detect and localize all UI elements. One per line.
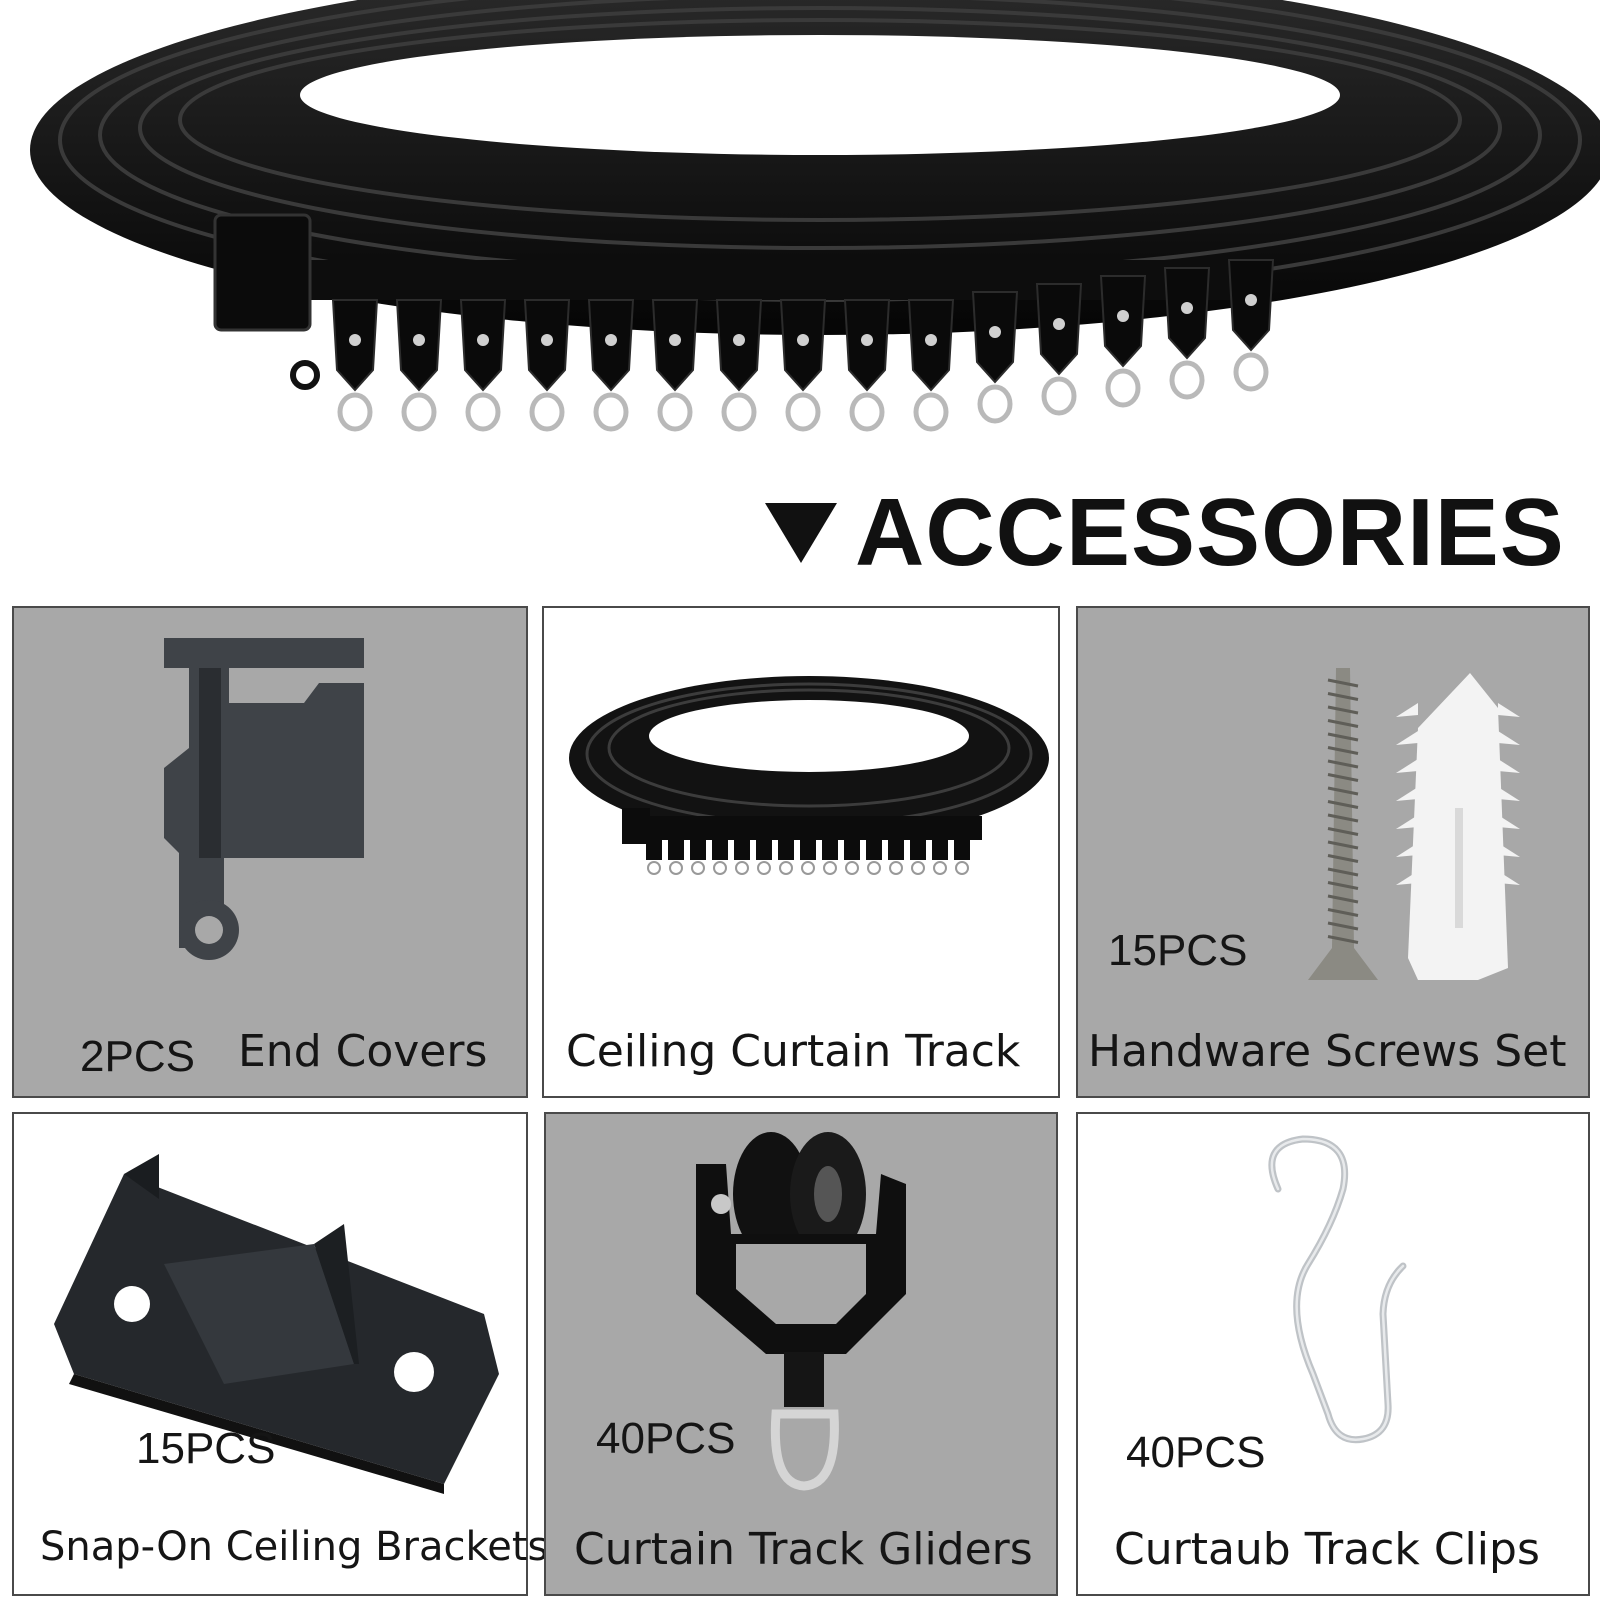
glider-icon: [459, 299, 507, 432]
glider-icon: [907, 299, 955, 432]
glider-icon: [756, 834, 772, 875]
item-name: Ceiling Curtain Track: [566, 1026, 1021, 1077]
item-card-end-covers: 2PCS End Covers: [12, 606, 528, 1098]
glider-icon: [866, 834, 882, 875]
ceiling-bracket-icon: [54, 1154, 499, 1494]
glider-icon: [646, 834, 662, 875]
glider-icon: [715, 299, 763, 432]
hero-coiled-track-image: [30, 0, 1600, 432]
glider-icon: [888, 834, 904, 875]
glider-icon: [932, 834, 948, 875]
down-triangle-icon: [765, 503, 837, 563]
item-card-curtaub-track-clips: 40PCS Curtaub Track Clips: [1076, 1112, 1590, 1596]
glider-icon: [954, 834, 970, 875]
item-quantity: 40PCS: [1126, 1428, 1266, 1477]
glider-icon: [651, 299, 699, 432]
item-card-snap-on-ceiling-brackets: 15PCS Snap-On Ceiling Brackets: [12, 1112, 548, 1596]
item-quantity: 40PCS: [596, 1414, 736, 1463]
glider-icon: [779, 299, 827, 432]
glider-icon: [778, 834, 794, 875]
item-card-curtain-track-gliders: 40PCS Curtain Track Gliders: [544, 1112, 1058, 1596]
screw-and-anchor-icon: [1308, 668, 1520, 980]
item-name: End Covers: [238, 1026, 488, 1077]
glider-icon: [696, 1132, 906, 1491]
end-cover-icon: [164, 638, 364, 960]
item-card-handware-screws-set: 15PCS Handware Screws Set: [1076, 606, 1590, 1098]
item-name: Handware Screws Set: [1088, 1026, 1567, 1077]
glider-icon: [331, 299, 379, 432]
glider-icon: [395, 299, 443, 432]
glider-icon: [1163, 267, 1211, 400]
item-quantity: 15PCS: [1108, 926, 1248, 975]
glider-icon: [843, 299, 891, 432]
glider-icon: [1099, 275, 1147, 408]
item-quantity: 2PCS: [80, 1032, 195, 1081]
item-name: Snap-On Ceiling Brackets: [40, 1524, 549, 1570]
s-hook-icon: [1268, 1135, 1407, 1444]
glider-icon: [800, 834, 816, 875]
section-title: ACCESSORIES: [855, 479, 1565, 586]
glider-icon: [844, 834, 860, 875]
glider-icon: [734, 834, 750, 875]
item-quantity: 15PCS: [136, 1424, 276, 1473]
glider-icon: [712, 834, 728, 875]
hero-glider-row: [331, 259, 1275, 432]
glider-icon: [690, 834, 706, 875]
item-card-ceiling-curtain-track: Ceiling Curtain Track: [542, 606, 1060, 1098]
item-name: Curtaub Track Clips: [1114, 1524, 1540, 1575]
glider-icon: [1227, 259, 1275, 392]
glider-icon: [523, 299, 571, 432]
glider-icon: [587, 299, 635, 432]
glider-icon: [1035, 283, 1083, 416]
coiled-track-icon: [569, 676, 1049, 875]
section-heading: ACCESSORIES: [765, 478, 1565, 588]
glider-icon: [910, 834, 926, 875]
item-name: Curtain Track Gliders: [574, 1524, 1033, 1575]
glider-icon: [668, 834, 684, 875]
glider-icon: [822, 834, 838, 875]
glider-icon: [971, 291, 1019, 424]
